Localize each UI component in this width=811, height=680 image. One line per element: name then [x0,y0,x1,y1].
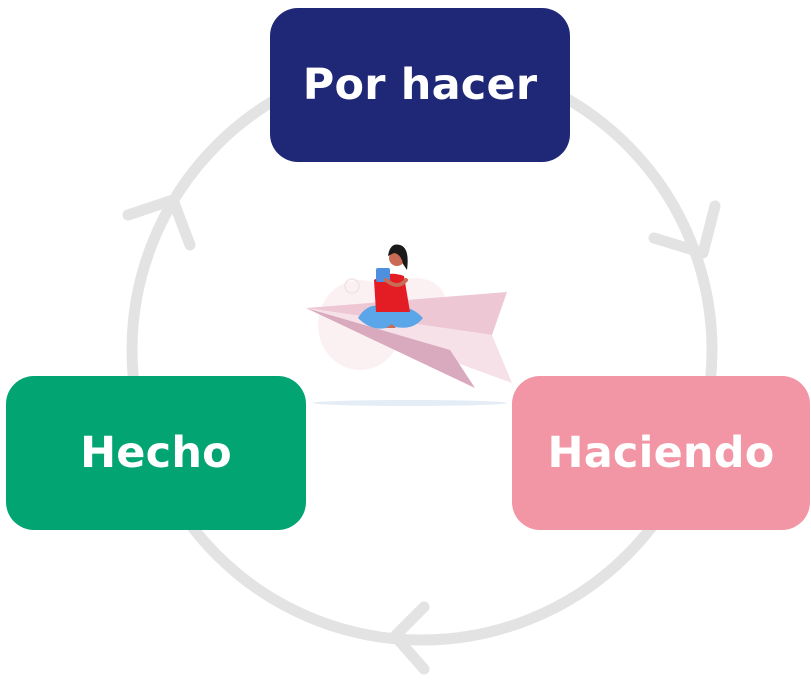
stage-haciendo-label: Haciendo [547,428,775,478]
stage-por-hacer: Por hacer [270,8,570,162]
cycle-arrow-right-icon [648,200,721,259]
stage-hecho-label: Hecho [80,428,232,478]
stage-por-hacer-label: Por hacer [302,60,538,110]
person-reading-on-paper-plane-icon [306,244,512,406]
cycle-arrow-left-icon [122,194,196,251]
stage-hecho: Hecho [6,376,306,530]
cycle-arrow-bottom-icon [389,601,430,675]
stage-haciendo: Haciendo [512,376,810,530]
